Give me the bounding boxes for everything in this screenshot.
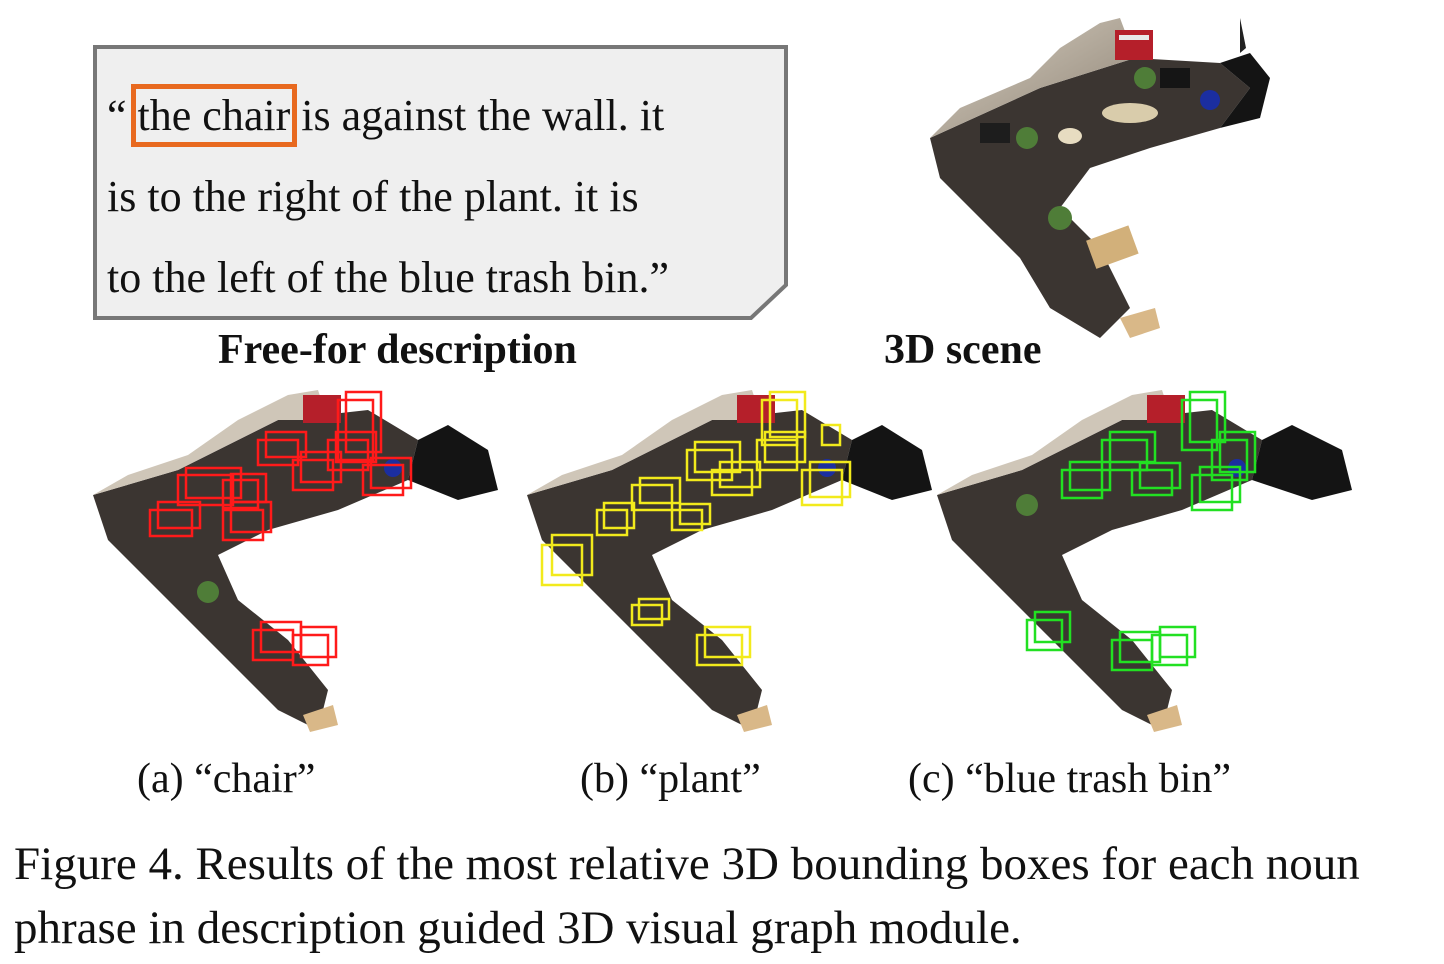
bounding-boxes-chair [148, 390, 413, 667]
open-quote: “ [107, 91, 138, 140]
description-line-3: to the left of the blue trash bin.” [107, 253, 670, 302]
result-render-chair [93, 390, 498, 732]
description-box: “ the chair is against the wall. it is t… [93, 45, 788, 320]
description-title: Free-for description [218, 327, 577, 373]
highlighted-phrase: the chair [130, 84, 298, 147]
result-scene-trash-bin [932, 380, 1362, 755]
bounding-boxes-plant [540, 390, 852, 667]
description-line-1-rest: is against the wall. it [290, 91, 665, 140]
result-scene-chair [88, 380, 508, 755]
description-line-2: is to the right of the plant. it is [107, 172, 639, 221]
note-shape [93, 45, 788, 320]
caption-plant: (b) “plant” [580, 756, 761, 802]
caption-trash-bin: (c) “blue trash bin” [908, 756, 1232, 802]
figure-caption: Figure 4. Results of the most relative 3… [14, 838, 1360, 954]
result-render-plant [527, 390, 932, 732]
scene-3d [920, 8, 1290, 358]
result-scene-plant [522, 380, 942, 755]
description-line-1: “ the chair is against the wall. it [107, 75, 777, 156]
caption-chair: (a) “chair” [137, 756, 316, 802]
bounding-boxes-trash-bin [1025, 390, 1257, 672]
scene-title: 3D scene [884, 327, 1042, 373]
scene-render [930, 18, 1270, 338]
result-render-trash-bin [937, 390, 1352, 732]
description-text: “ the chair is against the wall. it is t… [107, 75, 777, 318]
